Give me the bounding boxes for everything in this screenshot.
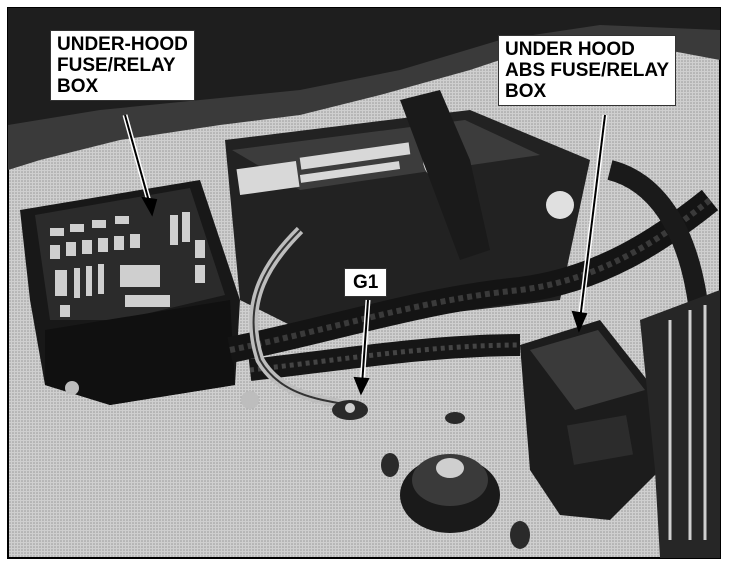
label-line: UNDER-HOOD <box>57 34 188 55</box>
label-line: BOX <box>57 76 99 97</box>
label-line: G1 <box>353 272 379 293</box>
under-hood-fuse-relay-box-label: UNDER-HOOD FUSE/RELAY BOX <box>50 30 195 101</box>
label-line: ABS FUSE/RELAY <box>505 60 669 81</box>
label-line: UNDER HOOD <box>505 39 635 60</box>
under-hood-abs-fuse-relay-box-label: UNDER HOOD ABS FUSE/RELAY BOX <box>498 35 676 106</box>
ground-g1-label: G1 <box>344 268 388 297</box>
label-line: BOX <box>505 81 547 102</box>
label-line: FUSE/RELAY <box>57 55 176 76</box>
